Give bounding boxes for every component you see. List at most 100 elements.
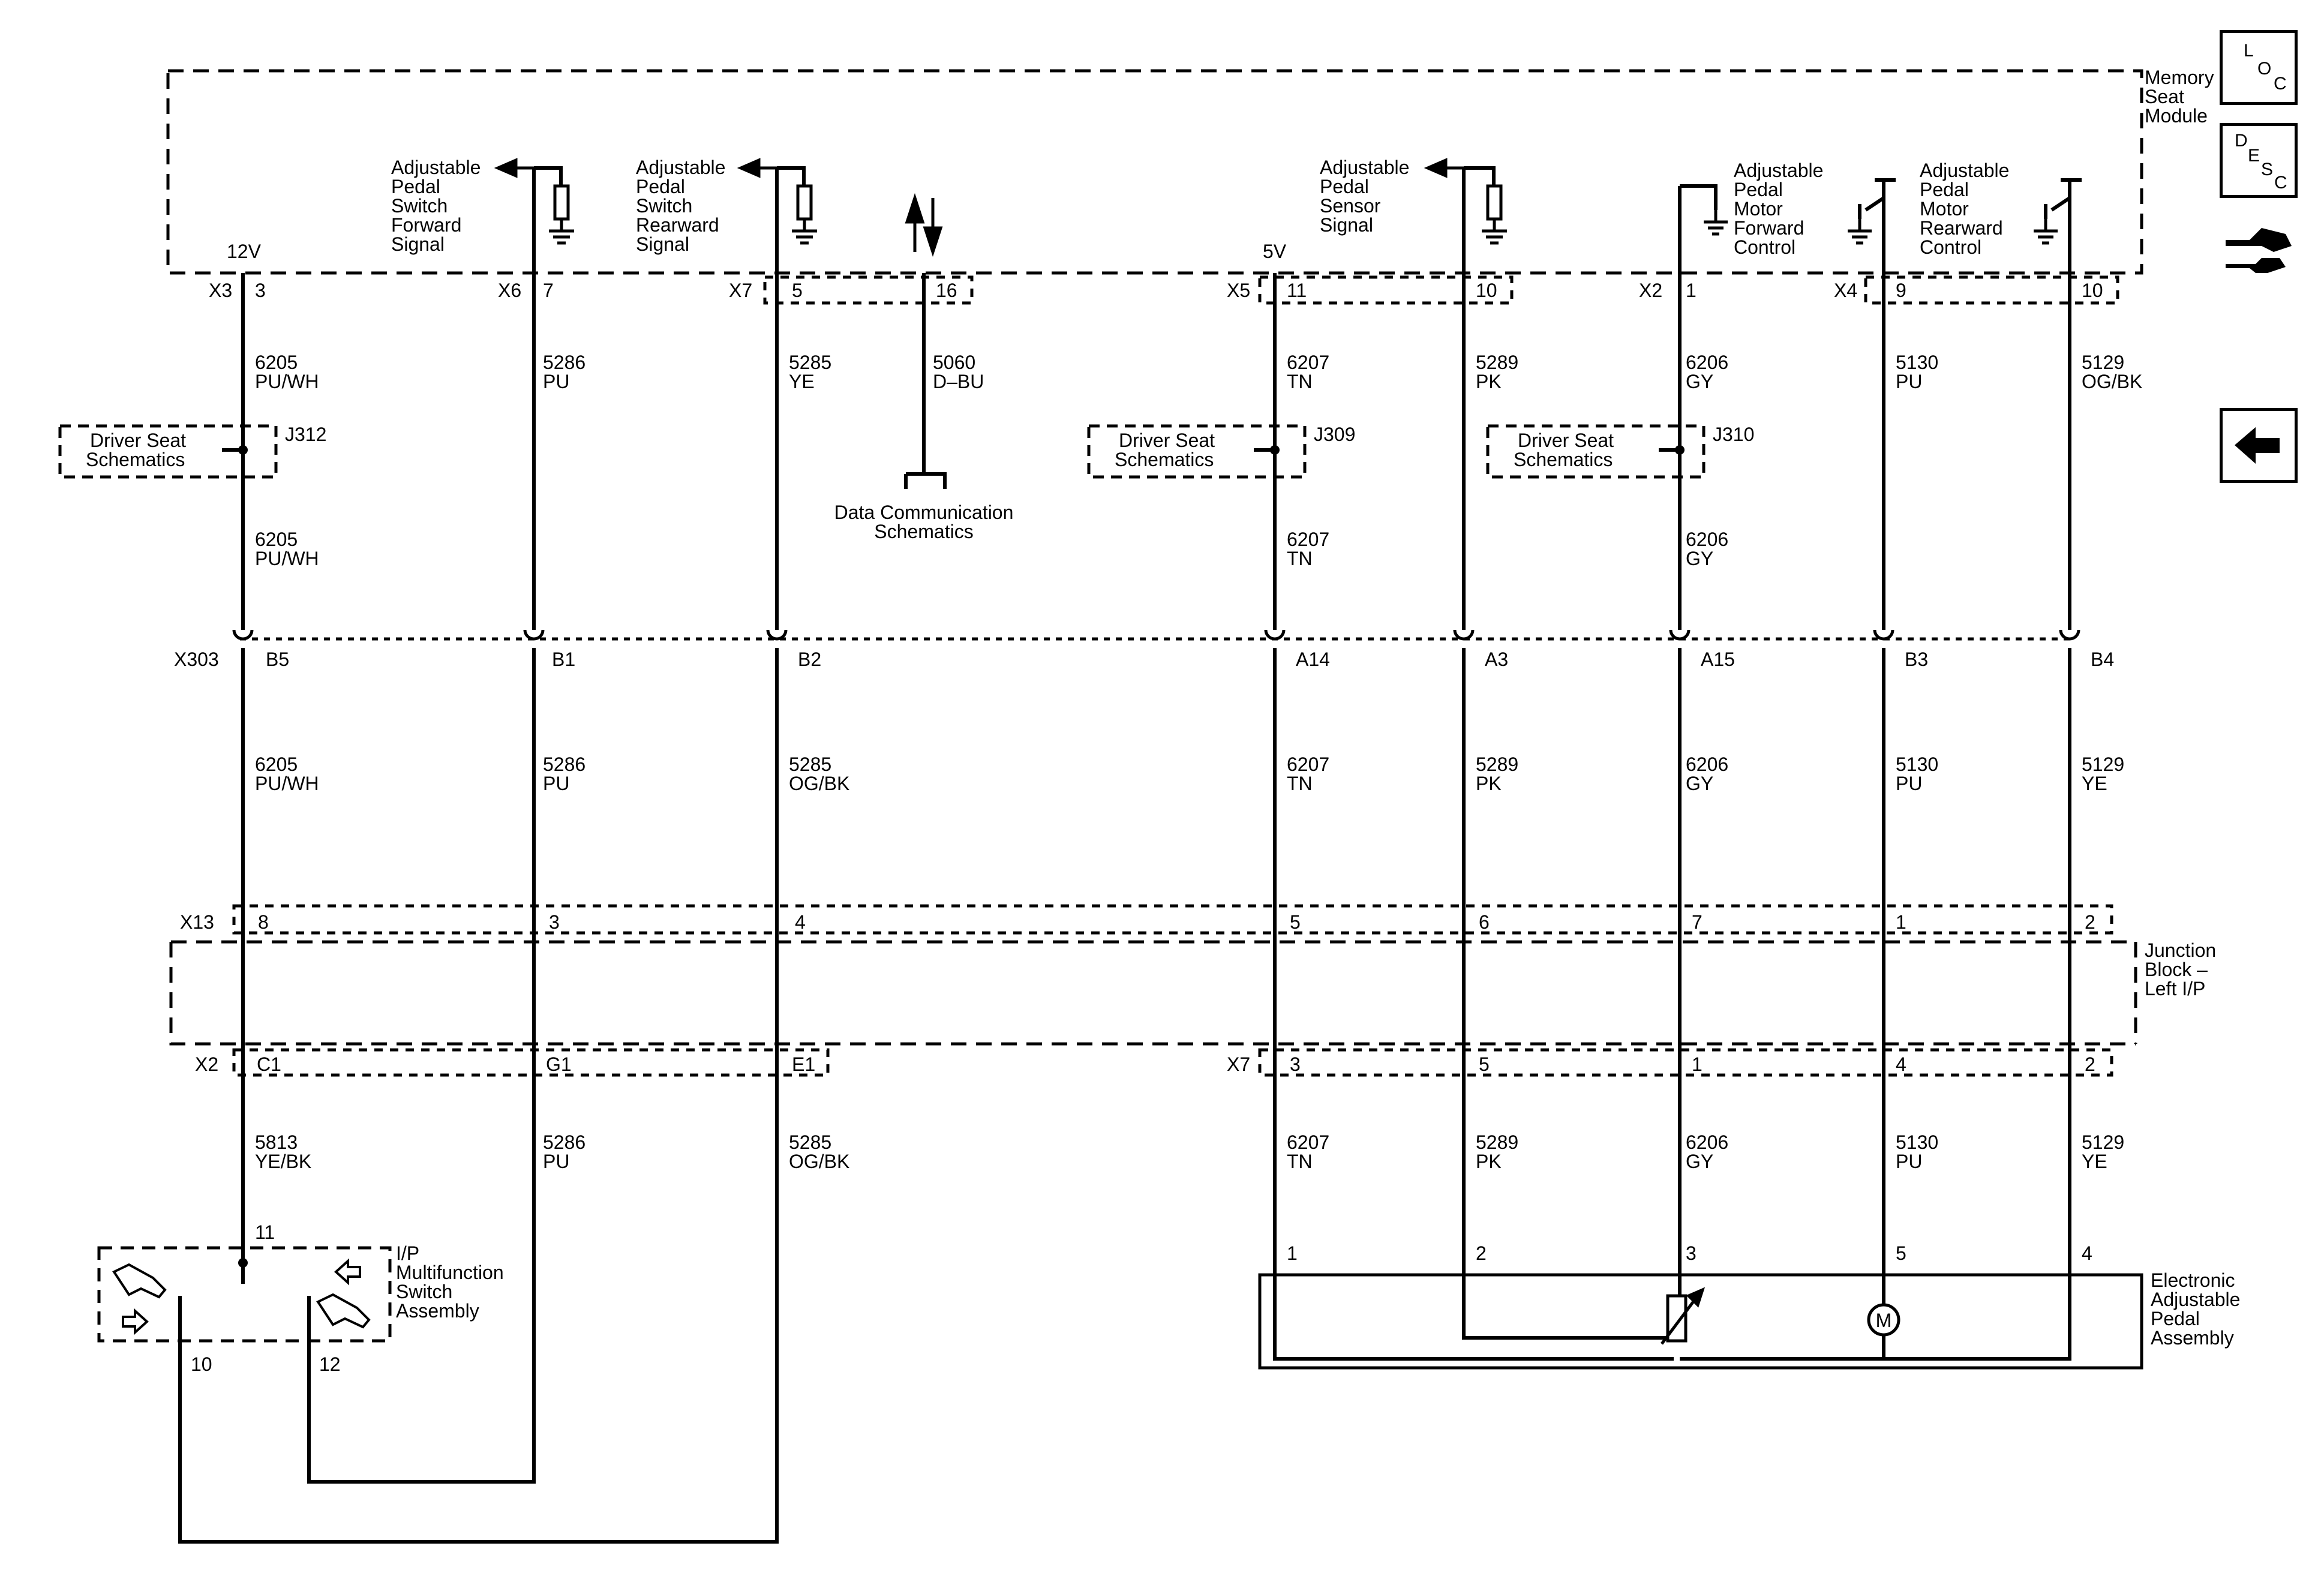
svg-text:Adjustable: Adjustable [2151, 1289, 2240, 1310]
svg-text:B3: B3 [1905, 649, 1928, 670]
motor-symbol [1867, 1303, 1900, 1337]
svg-text:A3: A3 [1485, 649, 1508, 670]
svg-text:3: 3 [255, 280, 266, 301]
tools-icon[interactable] [2220, 216, 2298, 282]
splice-j310: Driver Seat Schematics J310 [1514, 424, 1754, 470]
svg-text:5286: 5286 [543, 352, 585, 373]
svg-text:YE: YE [2082, 773, 2107, 794]
svg-text:E1: E1 [792, 1053, 815, 1075]
svg-text:6205: 6205 [255, 754, 298, 775]
svg-text:YE: YE [789, 371, 815, 392]
svg-text:6206: 6206 [1686, 352, 1728, 373]
splice-j312: Driver Seat Schematics J312 [86, 424, 326, 470]
svg-text:Driver Seat: Driver Seat [1119, 430, 1215, 451]
svg-text:Assembly: Assembly [396, 1300, 479, 1322]
x2-jb-strip [232, 1048, 830, 1077]
svg-text:6207: 6207 [1287, 754, 1329, 775]
svg-text:TN: TN [1287, 371, 1313, 392]
svg-text:C1: C1 [257, 1053, 281, 1075]
svg-text:11: 11 [255, 1221, 275, 1243]
svg-text:G1: G1 [546, 1053, 572, 1075]
svg-text:2: 2 [2085, 911, 2095, 933]
svg-text:PK: PK [1476, 371, 1502, 392]
svg-text:Control: Control [1734, 236, 1795, 258]
svg-text:5129: 5129 [2082, 754, 2124, 775]
svg-text:2: 2 [2085, 1053, 2095, 1075]
svg-text:Schematics: Schematics [1514, 449, 1613, 470]
svg-text:6206: 6206 [1686, 529, 1728, 550]
j312-box [58, 424, 278, 479]
data-comm-label: Data Communication Schematics [834, 502, 1014, 542]
desc-letter-e: E [2248, 146, 2260, 166]
svg-text:5: 5 [1290, 911, 1301, 933]
j309-box [1087, 424, 1307, 479]
ip-switch-box [97, 1246, 392, 1343]
svg-text:7: 7 [543, 280, 554, 301]
svg-text:Forward: Forward [391, 214, 461, 236]
svg-text:X7: X7 [1227, 1053, 1250, 1075]
ip-switch-label: I/P Multifunction Switch Assembly [396, 1242, 504, 1322]
svg-text:X2: X2 [1639, 280, 1662, 301]
motor-label: M [1876, 1310, 1892, 1331]
svg-text:PK: PK [1476, 1151, 1502, 1172]
svg-text:11: 11 [1287, 280, 1307, 301]
svg-text:5130: 5130 [1896, 754, 1938, 775]
memory-seat-module-label: Memory Seat Module [2145, 67, 2214, 127]
svg-text:J312: J312 [285, 424, 326, 445]
svg-text:5130: 5130 [1896, 352, 1938, 373]
svg-text:D–BU: D–BU [933, 371, 984, 392]
svg-text:3: 3 [549, 911, 560, 933]
svg-text:Electronic: Electronic [2151, 1269, 2235, 1291]
hand-rearward-icon [316, 1293, 371, 1329]
svg-text:PU/WH: PU/WH [255, 773, 319, 794]
svg-text:Pedal: Pedal [391, 176, 440, 197]
pedal-components [1661, 1287, 1900, 1345]
svg-text:10: 10 [1476, 280, 1497, 301]
svg-text:3: 3 [1290, 1053, 1301, 1075]
svg-text:7: 7 [1692, 911, 1703, 933]
svg-text:TN: TN [1287, 773, 1313, 794]
svg-text:5286: 5286 [543, 754, 585, 775]
back-arrow-button[interactable] [2220, 408, 2298, 483]
arrow-right-icon [122, 1308, 149, 1335]
svg-text:Block –: Block – [2145, 959, 2208, 980]
svg-text:A14: A14 [1296, 649, 1330, 670]
x2-jb-connector: X2 C1 G1 E1 [195, 1053, 815, 1075]
svg-text:5130: 5130 [1896, 1131, 1938, 1153]
svg-text:Seat: Seat [2145, 86, 2184, 107]
svg-text:16: 16 [936, 280, 957, 301]
svg-text:TN: TN [1287, 548, 1313, 569]
svg-text:1: 1 [1692, 1053, 1703, 1075]
desc-button[interactable]: D E S C [2220, 123, 2298, 198]
svg-text:J310: J310 [1713, 424, 1754, 445]
svg-text:PU: PU [1896, 1151, 1922, 1172]
svg-text:PU: PU [543, 773, 569, 794]
svg-text:Forward: Forward [1734, 217, 1804, 239]
svg-text:YE: YE [2082, 1151, 2107, 1172]
fwd-switch-signal-label: Adjustable Pedal Switch Forward Signal [391, 157, 481, 255]
x4-top-strip [1864, 275, 2119, 305]
svg-text:X303: X303 [174, 649, 219, 670]
loc-button[interactable]: L O C [2220, 30, 2298, 105]
svg-text:2: 2 [1476, 1242, 1487, 1264]
svg-text:Left I/P: Left I/P [2145, 978, 2205, 999]
x5-top-strip [1258, 275, 1514, 305]
svg-text:Adjustable: Adjustable [636, 157, 725, 178]
svg-text:12: 12 [319, 1353, 341, 1375]
svg-text:Control: Control [1920, 236, 1981, 258]
loc-letter-l: L [2244, 41, 2254, 61]
svg-text:5289: 5289 [1476, 352, 1518, 373]
pedal-assembly-label: Electronic Adjustable Pedal Assembly [2151, 1269, 2240, 1349]
svg-text:GY: GY [1686, 371, 1713, 392]
svg-text:B1: B1 [552, 649, 575, 670]
svg-text:YE/BK: YE/BK [255, 1151, 311, 1172]
svg-text:Schematics: Schematics [874, 521, 973, 542]
x7-jb-strip [1258, 1048, 2113, 1077]
splice-j309: Driver Seat Schematics J309 [1115, 424, 1355, 470]
svg-text:TN: TN [1287, 1151, 1313, 1172]
svg-text:PU: PU [1896, 371, 1922, 392]
svg-text:OG/BK: OG/BK [789, 773, 849, 794]
desc-letter-s: S [2261, 160, 2274, 179]
